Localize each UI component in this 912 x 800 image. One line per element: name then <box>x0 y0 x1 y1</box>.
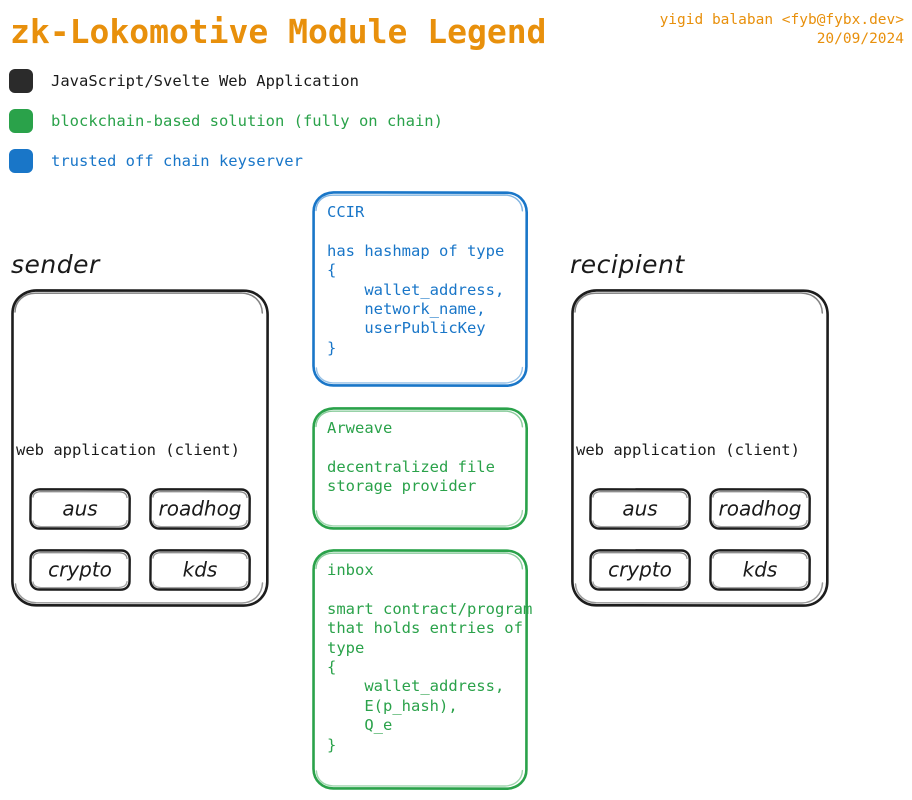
legend-swatch-blue <box>9 149 33 173</box>
module-arweave-outline <box>312 407 528 530</box>
chip-outline <box>589 488 691 530</box>
recipient-chip-crypto[interactable]: crypto <box>588 548 692 592</box>
module-inbox[interactable]: inbox smart contract/program that holds … <box>311 548 533 791</box>
sender-chip-kds[interactable]: kds <box>148 548 252 592</box>
chip-label: aus <box>62 496 98 521</box>
author-block: yigid balaban <fyb@fybx.dev> 20/09/2024 <box>660 11 904 49</box>
legend-label-keyserver: trusted off chain keyserver <box>51 152 303 170</box>
recipient-label: recipient <box>570 250 685 279</box>
chip-outline <box>29 488 131 530</box>
author-email: yigid balaban <fyb@fybx.dev> <box>659 12 904 28</box>
recipient-caption: web application (client) <box>576 441 800 459</box>
chip-outline <box>589 549 691 591</box>
module-ccir-outline <box>312 191 528 387</box>
legend-swatch-green <box>9 109 33 133</box>
sender-caption: web application (client) <box>16 441 240 459</box>
module-ccir-text: CCIR has hashmap of type { wallet_addres… <box>327 203 505 357</box>
sender-label: sender <box>11 250 100 279</box>
chip-label: kds <box>742 557 778 582</box>
chip-outline <box>149 488 251 530</box>
module-arweave-text: Arweave decentralized file storage provi… <box>327 419 495 496</box>
legend-swatch-black <box>9 69 33 93</box>
recipient-chip-kds[interactable]: kds <box>708 548 812 592</box>
sender-chip-crypto[interactable]: crypto <box>28 548 132 592</box>
chip-label: crypto <box>48 557 112 582</box>
chip-outline <box>709 549 811 591</box>
document-date: 20/09/2024 <box>816 31 904 47</box>
legend-label-blockchain: blockchain-based solution (fully on chai… <box>51 112 443 130</box>
chip-label: aus <box>622 496 658 521</box>
legend-label-javascript: JavaScript/Svelte Web Application <box>51 72 359 90</box>
recipient-chip-roadhog[interactable]: roadhog <box>708 487 812 531</box>
chip-outline <box>149 549 251 591</box>
legend: JavaScript/Svelte Web Application blockc… <box>9 66 609 186</box>
module-arweave[interactable]: Arweave decentralized file storage provi… <box>311 406 529 531</box>
recipient-chip-aus[interactable]: aus <box>588 487 692 531</box>
chip-outline <box>709 488 811 530</box>
chip-label: crypto <box>608 557 672 582</box>
chip-label: roadhog <box>158 496 242 521</box>
chip-label: roadhog <box>718 496 802 521</box>
legend-item-blockchain: blockchain-based solution (fully on chai… <box>9 106 609 146</box>
legend-item-javascript: JavaScript/Svelte Web Application <box>9 66 609 106</box>
module-ccir[interactable]: CCIR has hashmap of type { wallet_addres… <box>311 190 529 388</box>
module-inbox-outline <box>312 549 528 790</box>
sender-chip-aus[interactable]: aus <box>28 487 132 531</box>
chip-label: kds <box>182 557 218 582</box>
chip-outline <box>29 549 131 591</box>
page-title: zk-Lokomotive Module Legend <box>10 12 547 51</box>
legend-item-keyserver: trusted off chain keyserver <box>9 146 609 186</box>
sender-chip-roadhog[interactable]: roadhog <box>148 487 252 531</box>
module-inbox-text: inbox smart contract/program that holds … <box>327 561 533 754</box>
